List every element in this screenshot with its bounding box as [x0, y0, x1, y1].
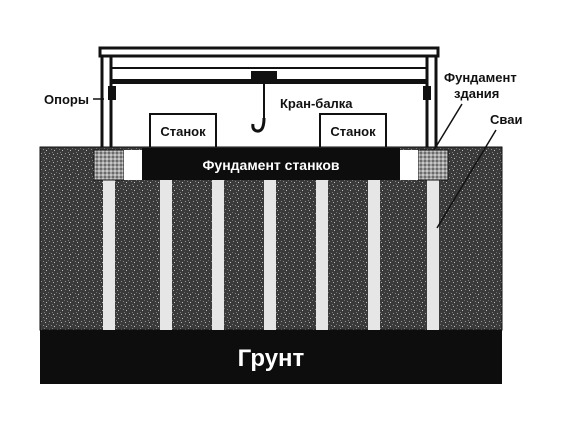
piles-label: Сваи: [490, 112, 522, 127]
pile: [160, 180, 172, 330]
support-left: [100, 54, 113, 152]
crane-beam-label: Кран-балка: [280, 96, 353, 111]
building-foundation-leader: [433, 103, 463, 151]
crane-trolley: [251, 71, 277, 80]
pile: [368, 180, 380, 330]
gap-left: [124, 150, 142, 180]
machine-foundation-label: Фундамент станков: [202, 157, 339, 173]
building-foundation-right: [417, 149, 449, 181]
machine-right: Станок: [319, 113, 387, 149]
pile: [427, 180, 439, 330]
ground-layer: [40, 330, 502, 384]
pile: [264, 180, 276, 330]
pile: [103, 180, 115, 330]
pile: [316, 180, 328, 330]
building-foundation-left: [93, 149, 125, 181]
machine-left: Станок: [149, 113, 217, 149]
machine-right-label: Станок: [330, 124, 376, 139]
piles: [103, 180, 439, 330]
roof-outer: [98, 46, 440, 58]
building-foundation-label-2: здания: [454, 86, 499, 101]
rail-end-right: [423, 86, 431, 100]
building-foundation-label-1: Фундамент: [444, 70, 517, 85]
piles-leader: [436, 129, 497, 229]
support-right: [425, 54, 438, 152]
machine-left-label: Станок: [160, 124, 206, 139]
rail-end-left: [108, 86, 116, 100]
pile: [212, 180, 224, 330]
gap-right: [400, 150, 418, 180]
supports-label: Опоры: [44, 92, 89, 107]
crane-rail: [112, 79, 427, 84]
crane-hook: [251, 117, 266, 133]
machine-foundation: [142, 148, 400, 180]
ground-label: Грунт: [238, 345, 305, 372]
